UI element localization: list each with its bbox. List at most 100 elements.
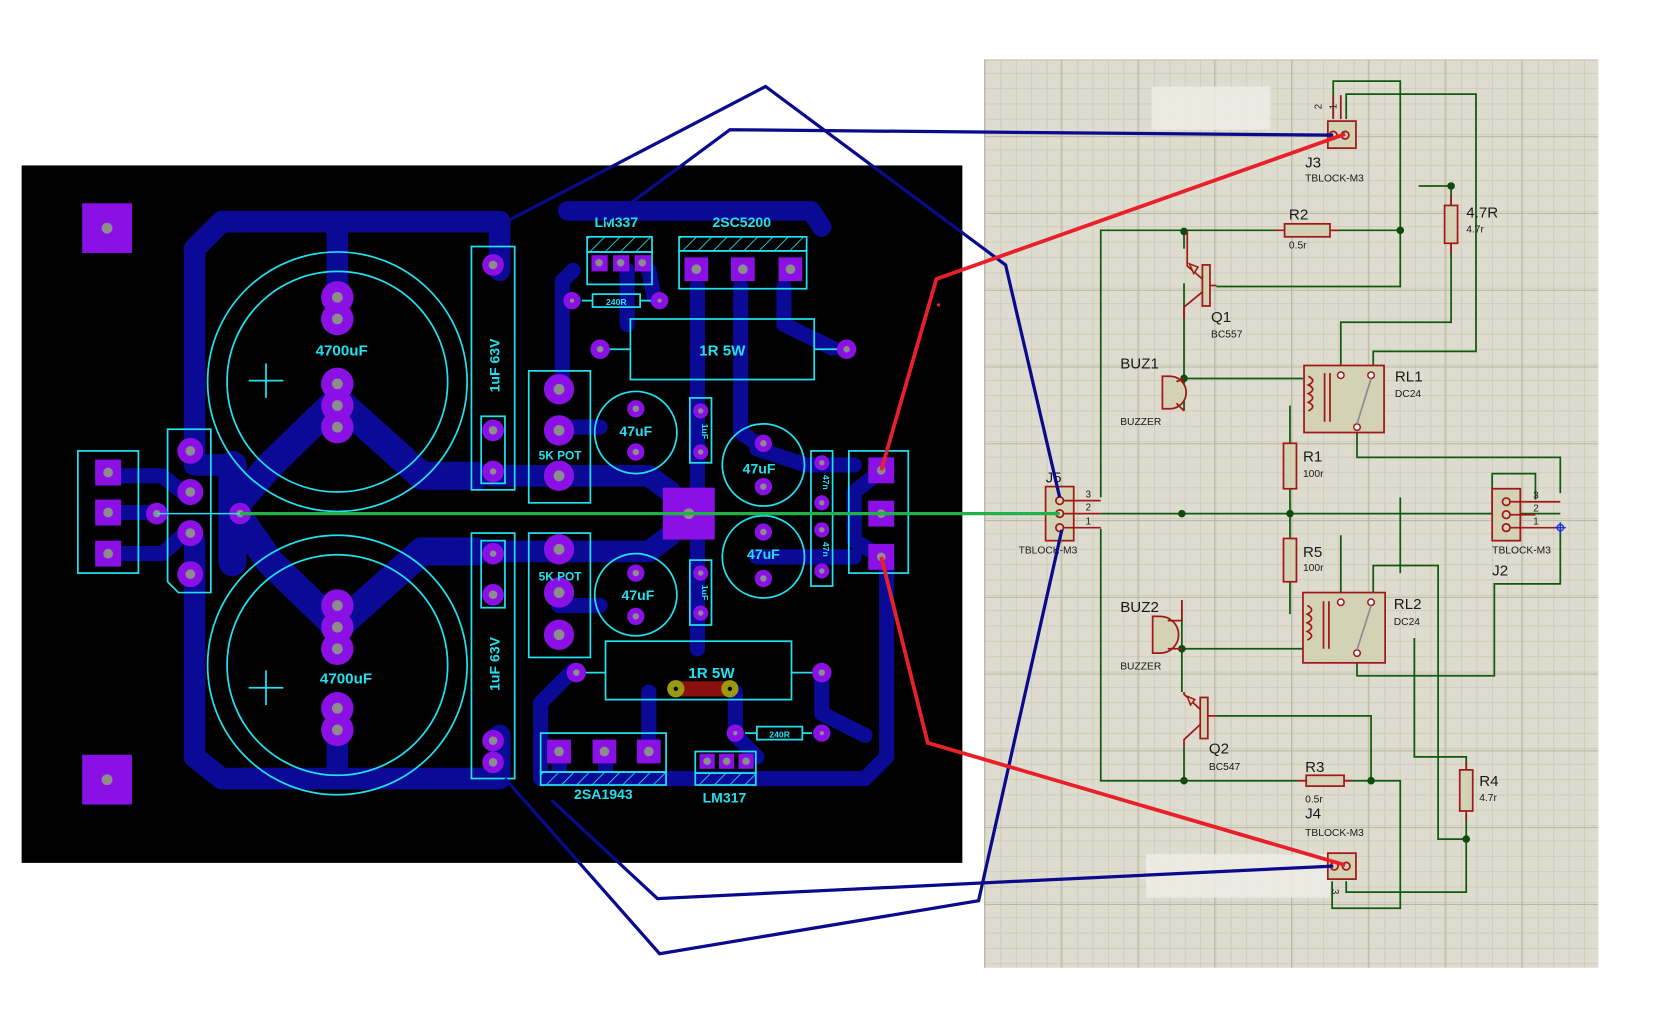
drill-hole bbox=[101, 774, 113, 786]
resistor-r2: R2 0.5r bbox=[1275, 207, 1339, 252]
value-label: TBLOCK-M3 bbox=[1305, 828, 1364, 839]
resistor-r1: R1 100r bbox=[1282, 442, 1324, 490]
value-label: BC557 bbox=[1211, 329, 1243, 340]
value-label: BUZZER bbox=[1120, 417, 1161, 428]
value-label: 4.7r bbox=[1466, 224, 1484, 235]
capacitor-47n: 47n 47n bbox=[810, 450, 834, 587]
ref-label: J4 bbox=[1305, 806, 1321, 823]
red-connection-line bbox=[879, 132, 1346, 471]
capacitor-4700uf-bottom: 4700uF bbox=[206, 534, 468, 796]
value-label: 4.7r bbox=[1479, 793, 1497, 804]
ref-label: BUZ2 bbox=[1120, 599, 1159, 616]
cap-value-label: 4700uF bbox=[316, 343, 368, 360]
value-label: TBLOCK-M3 bbox=[1019, 546, 1078, 557]
ref-label: BUZ1 bbox=[1120, 356, 1159, 373]
value-label: 100r bbox=[1303, 563, 1324, 574]
resistor-4-7r: 4.7R 4.7r bbox=[1443, 194, 1498, 255]
ref-label: R4 bbox=[1479, 773, 1498, 790]
capacitor-47uf-bl: 47uF bbox=[593, 552, 678, 637]
pin-label: 3 bbox=[1329, 889, 1340, 894]
pin-label: 1 bbox=[1086, 516, 1091, 527]
value-label: DC24 bbox=[1395, 389, 1422, 400]
cap-value-label: 47n bbox=[821, 475, 831, 490]
cap-value-label: 47uF bbox=[622, 587, 655, 603]
pin-label: 2 bbox=[1313, 104, 1324, 109]
buzzer-buz1: BUZ1 BUZZER bbox=[1120, 356, 1188, 428]
schematic: 2 1 J3 TBLOCK-M3 R2 0.5r 4.7R 4.7r Q1 BC… bbox=[1019, 80, 1566, 910]
resistor-label: 240R bbox=[606, 297, 627, 307]
component-label: 2SA1943 bbox=[574, 786, 633, 802]
resistor-r3: R3 0.5r bbox=[1297, 759, 1352, 805]
resistor-label: 1R 5W bbox=[688, 665, 735, 682]
component-label: LM337 bbox=[594, 214, 638, 230]
ref-label: R3 bbox=[1305, 759, 1324, 776]
cap-value-label: 1uF 63V bbox=[487, 338, 503, 393]
value-label: TBLOCK-M3 bbox=[1492, 546, 1551, 557]
jumper-link bbox=[675, 681, 730, 697]
resistor-240r-top: 240R bbox=[563, 291, 669, 310]
value-label: BUZZER bbox=[1120, 661, 1161, 672]
regulator-lm317: LM317 bbox=[694, 750, 757, 805]
ref-label: J3 bbox=[1305, 155, 1321, 172]
capacitor-47uf-tr: 47uF bbox=[721, 423, 806, 507]
capacitor-1uf-top: 1uF bbox=[688, 397, 713, 464]
resistor-r4: R4 4.7r bbox=[1458, 762, 1499, 820]
film-cap-top: 1uF 63V bbox=[470, 245, 516, 491]
resistor-1r5w-bottom: 1R 5W bbox=[566, 640, 832, 701]
resistor-r5: R5 100r bbox=[1282, 537, 1324, 583]
ref-label: R5 bbox=[1303, 544, 1322, 561]
pin-label: 3 bbox=[1533, 490, 1538, 501]
value-label: 0.5r bbox=[1305, 794, 1323, 805]
component-label: 2SC5200 bbox=[712, 214, 771, 230]
erased-patch bbox=[1151, 86, 1271, 130]
resistor-240r-bottom: 240R bbox=[726, 724, 831, 742]
blue-connection-line bbox=[604, 128, 1334, 223]
cap-value-label: 47uF bbox=[743, 461, 776, 477]
transistor-q2: Q2 BC547 bbox=[1183, 692, 1241, 773]
ref-label: R2 bbox=[1289, 207, 1308, 224]
connector-j2: 3 2 1 TBLOCK-M3 J2 bbox=[1491, 487, 1566, 579]
capacitor-47uf-tl: 47uF bbox=[593, 390, 678, 475]
cap-value-label: 4700uF bbox=[320, 670, 372, 687]
blue-connection-line bbox=[505, 84, 1062, 498]
cap-value-label: 47uF bbox=[747, 546, 780, 562]
ref-label: Q2 bbox=[1209, 741, 1229, 758]
pin-label: 1 bbox=[1328, 104, 1339, 109]
film-cap-bottom: 1uF 63V bbox=[470, 532, 516, 780]
ref-label: RL2 bbox=[1394, 596, 1422, 613]
pin-label: 2 bbox=[1533, 503, 1538, 514]
value-label: 0.5r bbox=[1289, 241, 1307, 252]
cap-value-label: 1uF 63V bbox=[487, 636, 503, 691]
value-label: BC547 bbox=[1209, 762, 1241, 773]
pin-label: 1 bbox=[1533, 516, 1538, 527]
pin-label: 3 bbox=[1086, 489, 1091, 500]
capacitor-4700uf-top: 4700uF bbox=[206, 251, 468, 513]
potentiometer-bottom: 5K POT bbox=[527, 532, 592, 659]
drill-hole bbox=[101, 222, 113, 234]
value-label: DC24 bbox=[1394, 617, 1421, 628]
resistor-1r5w-top: 1R 5W bbox=[590, 318, 857, 381]
transistor-2sc5200: 2SC5200 bbox=[678, 214, 808, 290]
erased-patch bbox=[1146, 854, 1330, 898]
red-connection-line bbox=[879, 556, 1346, 867]
buzzer-buz2: BUZ2 BUZZER bbox=[1120, 599, 1183, 672]
value-label: TBLOCK-M3 bbox=[1305, 174, 1364, 185]
potentiometer-top: 5K POT bbox=[527, 370, 592, 504]
pot-label: 5K POT bbox=[539, 570, 583, 584]
value-label: 100r bbox=[1303, 469, 1324, 480]
cap-value-label: 1uF bbox=[700, 585, 710, 600]
relay-rl2: RL2 DC24 bbox=[1302, 591, 1422, 664]
schematic-junctions bbox=[1178, 182, 1471, 843]
relay-rl1: RL1 DC24 bbox=[1303, 364, 1423, 434]
capacitor-47uf-br: 47uF bbox=[721, 514, 806, 599]
transistor-q1: Q1 BC557 bbox=[1183, 231, 1243, 340]
component-label: LM317 bbox=[703, 789, 747, 805]
ref-label: R1 bbox=[1303, 449, 1322, 466]
cap-value-label: 47uF bbox=[619, 423, 652, 439]
blue-connection-line bbox=[503, 529, 1064, 956]
annotation-lines bbox=[240, 84, 1346, 956]
resistor-label: 1R 5W bbox=[699, 343, 746, 360]
ref-label: RL1 bbox=[1395, 369, 1423, 386]
ref-label: J2 bbox=[1492, 562, 1508, 579]
